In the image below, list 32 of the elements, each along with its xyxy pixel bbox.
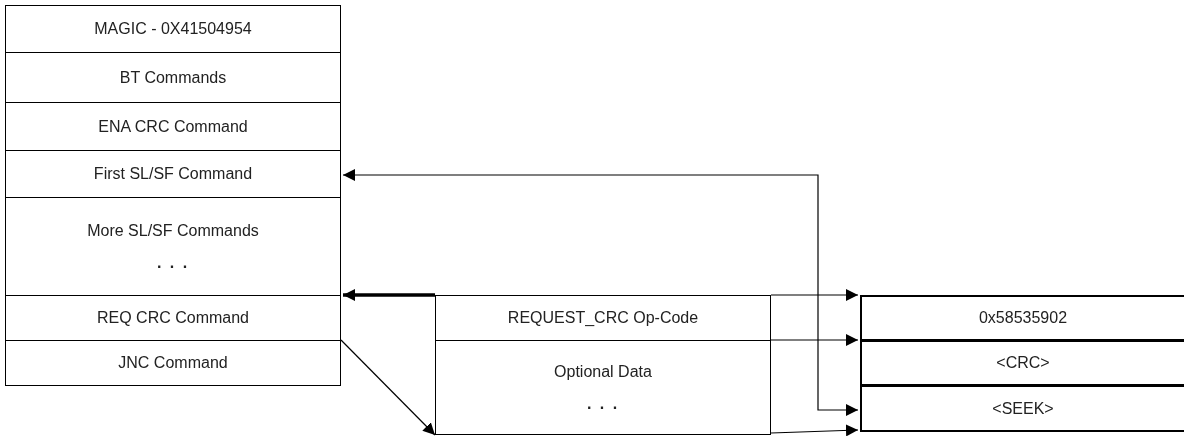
table-row [435, 340, 771, 435]
arrow [340, 339, 436, 436]
row-label: REQUEST_CRC Op-Code [507, 309, 699, 327]
table-row [5, 340, 341, 386]
ellipsis: . . . [586, 394, 620, 413]
arrow [343, 289, 435, 301]
row-label: 0x58535902 [978, 309, 1068, 327]
table-row [5, 197, 341, 296]
table-row [860, 340, 1184, 386]
arrow [770, 424, 859, 436]
row-label: MAGIC - 0X41504954 [94, 20, 252, 38]
table-row [5, 150, 341, 198]
row-label: JNC Command [118, 354, 228, 372]
row-label: ENA CRC Command [98, 117, 248, 136]
table-row [5, 295, 341, 341]
arrow [342, 169, 859, 416]
row-label: More SL/SF Commands [87, 221, 259, 240]
row-label: REQ CRC Command [97, 309, 249, 327]
table-row [5, 102, 341, 151]
table-row [435, 295, 771, 341]
table-row [5, 5, 341, 53]
table-row [860, 385, 1184, 432]
row-label: First SL/SF Command [93, 165, 253, 183]
ellipsis: . . . [156, 253, 190, 272]
table-row [860, 295, 1184, 341]
arrow [770, 289, 859, 301]
row-label: <SEEK> [992, 399, 1054, 418]
arrow [770, 334, 859, 346]
table-row [5, 52, 341, 103]
row-label: BT Commands [119, 68, 227, 87]
row-label: Optional Data [554, 362, 652, 381]
row-label: <CRC> [996, 354, 1050, 372]
